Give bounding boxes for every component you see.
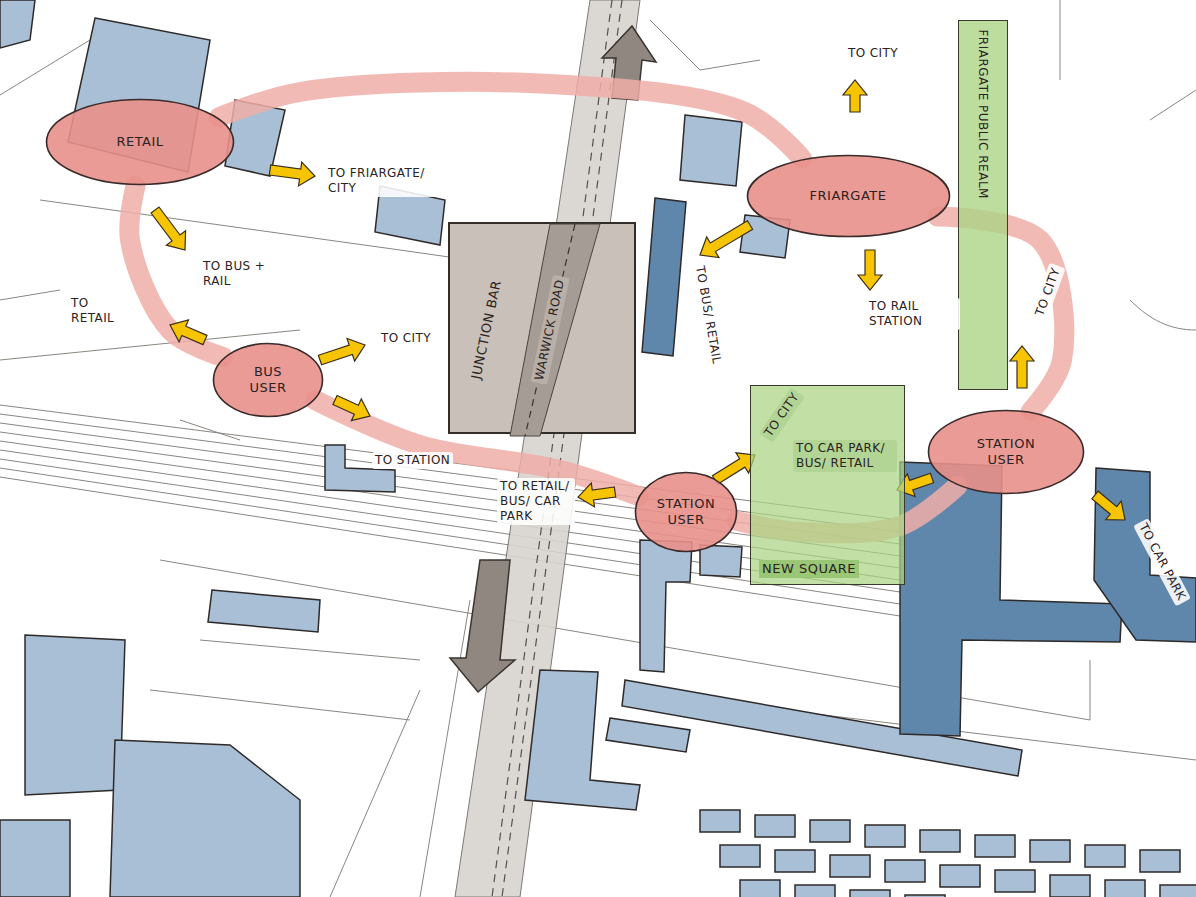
road-arrow <box>450 560 515 692</box>
zone-ellipse <box>47 100 234 185</box>
direction-label: TO CITY <box>845 45 901 62</box>
direction-arrow <box>151 207 186 250</box>
road-marking <box>525 224 575 436</box>
bus-user-zone: BUS USER <box>212 342 324 418</box>
building <box>640 540 692 672</box>
station-user-zone: STATION USER <box>634 471 738 553</box>
building <box>25 635 125 795</box>
node-label: JUNCTION BAR <box>468 279 504 381</box>
direction-arrow <box>843 80 867 112</box>
house <box>1030 840 1070 862</box>
house <box>1160 885 1196 897</box>
house <box>940 865 980 887</box>
house <box>700 810 740 832</box>
direction-label: TO RAIL STATION <box>866 298 960 330</box>
station-user-zone: STATION USER <box>927 409 1085 495</box>
building <box>0 820 70 897</box>
house <box>975 835 1015 857</box>
house <box>995 870 1035 892</box>
house <box>1050 875 1090 897</box>
zone-ellipse <box>214 344 323 417</box>
house <box>810 820 850 842</box>
building <box>208 590 320 632</box>
direction-arrow <box>333 396 370 421</box>
house <box>795 885 835 897</box>
direction-label: TO CAR PARK/ BUS/ RETAIL <box>793 440 897 472</box>
house <box>740 880 780 897</box>
node-label: FRIARGATE PUBLIC REALM <box>976 29 990 198</box>
direction-label: TO RETAIL/ BUS/ CAR PARK <box>497 478 575 525</box>
house <box>775 850 815 872</box>
building <box>606 718 690 752</box>
direction-label: TO BUS/ RETAIL <box>690 262 725 369</box>
node-label: RETAIL <box>116 134 163 150</box>
road-surface <box>510 224 600 436</box>
direction-label: TO STATION <box>372 452 453 469</box>
direction-arrow <box>1092 491 1125 520</box>
direction-arrow <box>712 453 755 484</box>
direction-label: TO CITY <box>378 330 434 347</box>
building <box>0 0 35 48</box>
node-label: NEW SQUARE <box>759 560 859 578</box>
direction-label: TO FRIARGATE/ CITY <box>325 165 451 197</box>
direction-arrow <box>269 162 315 186</box>
retail-zone: RETAIL <box>45 98 235 186</box>
node-label: BUS USER <box>240 364 296 395</box>
friargate-zone: FRIARGATE <box>746 154 951 238</box>
building <box>700 545 742 577</box>
node-label: STATION USER <box>967 436 1046 467</box>
house <box>920 830 960 852</box>
building <box>642 198 686 356</box>
node-label: STATION USER <box>657 496 715 527</box>
house <box>905 895 945 897</box>
building <box>1094 468 1196 642</box>
direction-label: TO CITY <box>1030 263 1065 321</box>
house <box>1085 845 1125 867</box>
zone-ellipse <box>929 411 1084 494</box>
movement-loop <box>219 82 802 159</box>
house <box>1105 880 1145 897</box>
building <box>622 680 1022 776</box>
direction-label: TO CAR PARK <box>1133 518 1191 606</box>
building <box>680 115 742 186</box>
house <box>885 860 925 882</box>
house <box>720 845 760 867</box>
house <box>850 890 890 897</box>
house <box>755 815 795 837</box>
node-label: FRIARGATE <box>810 188 887 204</box>
direction-label: TO BUS + RAIL <box>200 258 278 290</box>
public-realm-band: FRIARGATE PUBLIC REALM <box>958 20 1008 390</box>
direction-arrow <box>318 338 365 364</box>
direction-arrow <box>578 483 616 507</box>
zone-ellipse <box>636 473 737 552</box>
direction-arrow <box>858 250 882 290</box>
direction-arrow <box>170 320 207 345</box>
direction-arrow <box>700 221 753 258</box>
house <box>865 825 905 847</box>
building <box>110 740 300 897</box>
house <box>1140 850 1180 872</box>
house <box>830 855 870 877</box>
zone-ellipse <box>747 156 949 237</box>
direction-arrow <box>1010 346 1034 388</box>
direction-label: TO RETAIL <box>68 295 134 327</box>
